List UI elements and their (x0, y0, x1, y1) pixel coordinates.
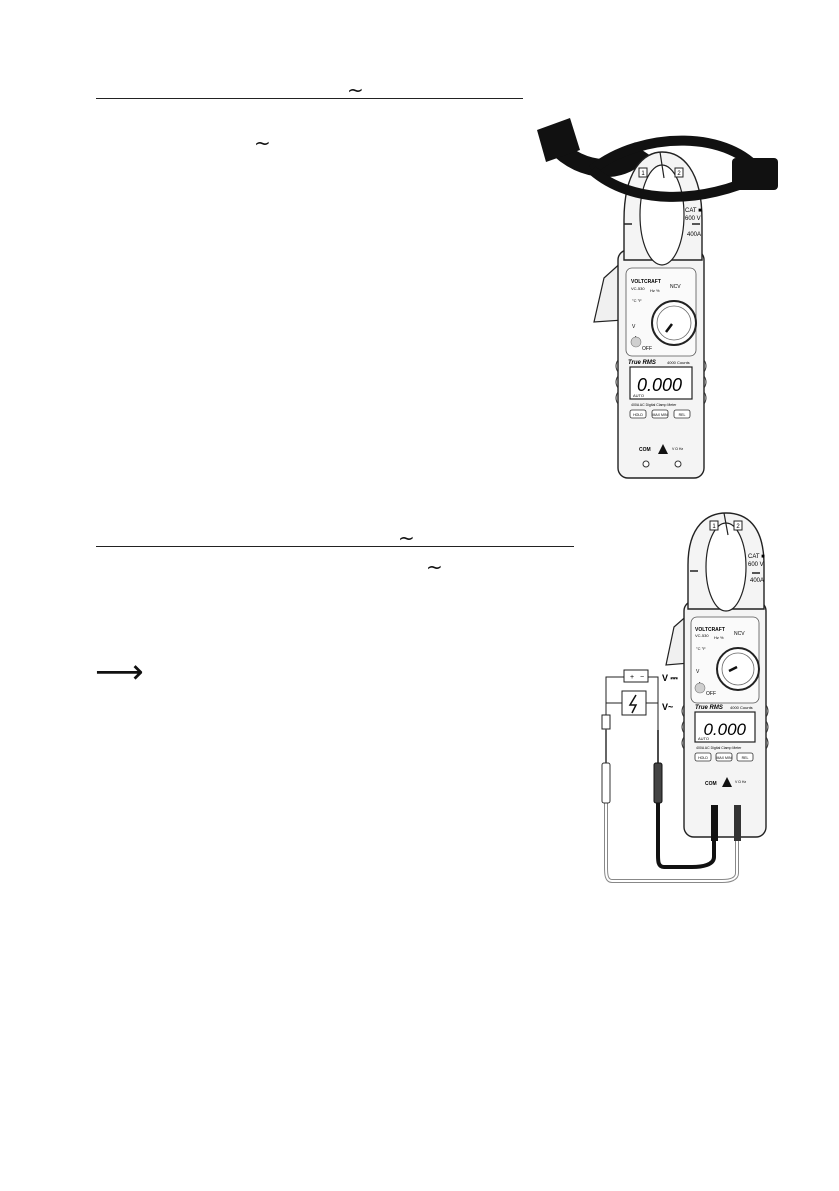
hz-label: Hz % (714, 635, 724, 640)
counts-label: 4000 Counts (667, 360, 690, 365)
section2-body-ac-symbol: ~ (426, 555, 443, 579)
clamp-meter-cable-illustration: 1 2 CAT ■ 600 V 400A VOLTCRAFT VC-530 NC… (532, 110, 782, 482)
model-label: VC-530 (695, 633, 709, 638)
off-label: OFF (642, 346, 652, 352)
jaw-marker-2: 2 (736, 524, 740, 530)
jaw-marker-1: 1 (641, 171, 645, 177)
voltage-measurement-illustration: 1 2 CAT ■ 600 V 400A VOLTCRAFT VC-530 NC… (592, 505, 792, 883)
section1-body-ac-symbol: ~ (254, 131, 271, 155)
jaw-max-label: 400A (750, 578, 764, 584)
com-terminal-label: COM (705, 781, 717, 787)
cat-rating-line2: 600 V (748, 562, 764, 568)
jaw-max-label: 400A (687, 232, 701, 238)
maxmin-button-label: MAX MIN (653, 413, 668, 417)
ncv-label: NCV (734, 631, 745, 637)
clamp-meter-figure-2: 1 2 CAT ■ 600 V 400A VOLTCRAFT VC-530 NC… (601, 512, 769, 883)
meter-subtitle: 400A AC Digital Clamp Meter (631, 403, 677, 407)
v-label: V (696, 669, 700, 675)
off-label: OFF (706, 691, 716, 697)
terminal-right-label: V Ω Hz (672, 447, 683, 451)
clamp-meter-figure-1: 1 2 CAT ■ 600 V 400A VOLTCRAFT VC-530 NC… (537, 118, 778, 479)
jaw-marker-2: 2 (677, 171, 681, 177)
display-reading: 0.000 (703, 720, 746, 739)
com-terminal-label: COM (639, 447, 651, 453)
hold-button-label: HOLD (633, 413, 643, 417)
svg-text:−: − (640, 674, 644, 681)
auto-label: AUTO (698, 736, 709, 741)
display-reading: 0.000 (637, 375, 682, 395)
true-rms-label: True RMS (628, 360, 656, 366)
cat-rating-line1: CAT ■ (748, 554, 765, 560)
hz-label: Hz % (650, 288, 660, 293)
svg-text:+: + (630, 674, 634, 681)
note-arrow-icon: ⟶ (95, 652, 144, 692)
brand-label: VOLTCRAFT (695, 627, 725, 633)
counts-label: 4000 Counts (730, 705, 753, 710)
maxmin-button-label: MAX MIN (717, 756, 732, 760)
section2-heading-ac-symbol: ~ (398, 526, 415, 550)
hold-button-label: HOLD (698, 756, 708, 760)
meter-subtitle: 400A AC Digital Clamp Meter (696, 746, 742, 750)
v-label: V (632, 324, 636, 330)
ncv-label: NCV (670, 284, 681, 290)
temp-label: °C °F (632, 298, 642, 303)
auto-label: AUTO (633, 393, 644, 398)
section1-heading-rule (96, 98, 523, 99)
section1-heading-ac-symbol: ~ (347, 78, 364, 102)
rel-button-label: REL (679, 413, 686, 417)
section2-heading-rule (96, 546, 574, 547)
circuit-label-vdc: V ⎓ (662, 673, 679, 683)
cat-rating-line1: CAT ■ (685, 208, 702, 214)
circuit-label-vac: V~ (662, 702, 673, 712)
model-label: VC-530 (631, 286, 645, 291)
jaw-marker-1: 1 (712, 524, 716, 530)
cat-rating-line2: 600 V (685, 216, 701, 222)
rel-button-label: REL (742, 756, 749, 760)
temp-label: °C °F (696, 646, 706, 651)
true-rms-label: True RMS (695, 705, 723, 711)
brand-label: VOLTCRAFT (631, 279, 661, 285)
terminal-right-label: V Ω Hz (735, 780, 746, 784)
